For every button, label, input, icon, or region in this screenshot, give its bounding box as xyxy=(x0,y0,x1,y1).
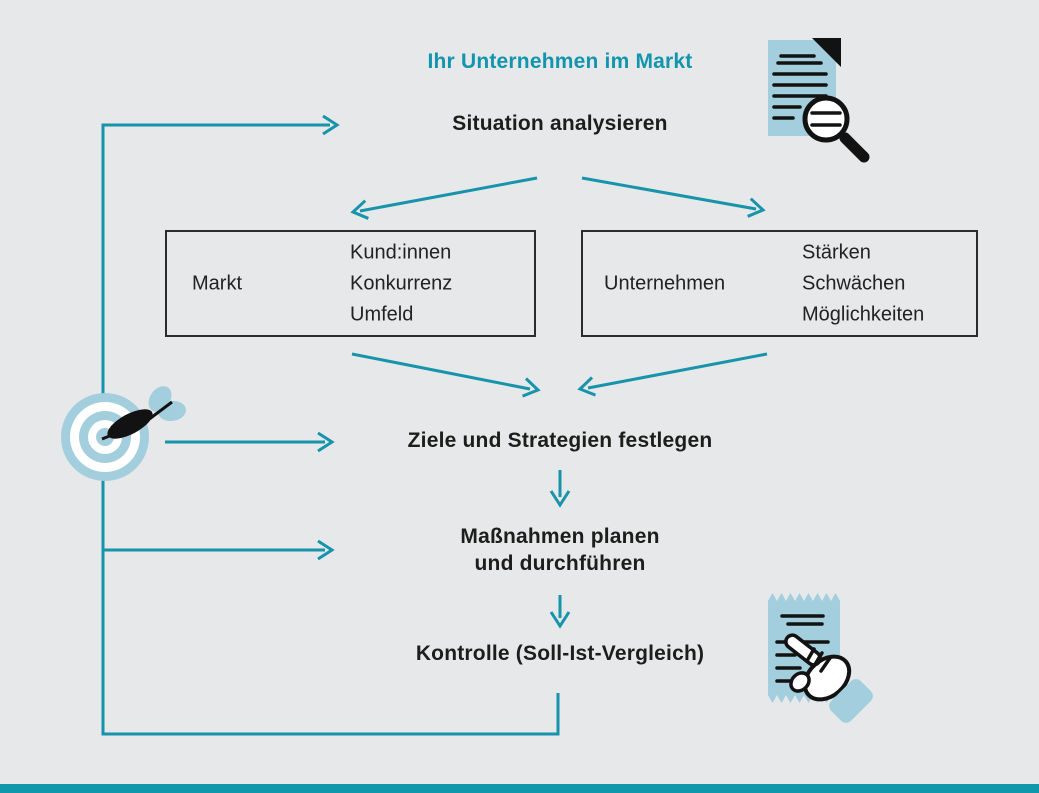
step-measures: Maßnahmen planen und durchführen xyxy=(460,523,659,577)
bottom-accent-bar xyxy=(0,784,1039,793)
step-control: Kontrolle (Soll-Ist-Vergleich) xyxy=(415,642,705,665)
markt-item: Kund:innen xyxy=(350,241,452,263)
markt-box-label: Markt xyxy=(192,272,242,294)
dart-target-icon xyxy=(61,386,186,481)
receipt-hand-icon xyxy=(768,593,873,723)
step-measures-line1: Maßnahmen planen xyxy=(460,525,660,548)
unternehmen-box-label: Unternehmen xyxy=(604,272,726,294)
step-measures-line2: und durchführen xyxy=(474,552,646,575)
feedback-loop-line xyxy=(101,123,560,736)
unternehmen-item: Möglichkeiten xyxy=(802,303,925,325)
markt-box-items: Kund:innen Konkurrenz Umfeld xyxy=(350,237,452,330)
markt-box: Markt Kund:innen Konkurrenz Umfeld xyxy=(165,230,536,337)
arrow-from-unternehmen-box xyxy=(587,352,768,390)
step-analyze: Situation analysieren xyxy=(452,112,668,135)
diagram-title: Ihr Unternehmen im Markt xyxy=(427,50,693,73)
arrow-to-unternehmen-box xyxy=(581,176,757,211)
document-magnifier-icon xyxy=(768,38,870,163)
unternehmen-item: Stärken xyxy=(802,241,871,263)
unternehmen-box-items: Stärken Schwächen Möglichkeiten xyxy=(802,237,924,330)
markt-item: Umfeld xyxy=(350,303,414,325)
step-goals: Ziele und Strategien festlegen xyxy=(407,429,713,452)
unternehmen-item: Schwächen xyxy=(802,272,906,294)
markt-item: Konkurrenz xyxy=(350,272,453,294)
arrow-to-markt-box xyxy=(359,176,538,213)
arrow-from-markt-box xyxy=(351,352,531,391)
unternehmen-box: Unternehmen Stärken Schwächen Möglichkei… xyxy=(581,230,978,337)
